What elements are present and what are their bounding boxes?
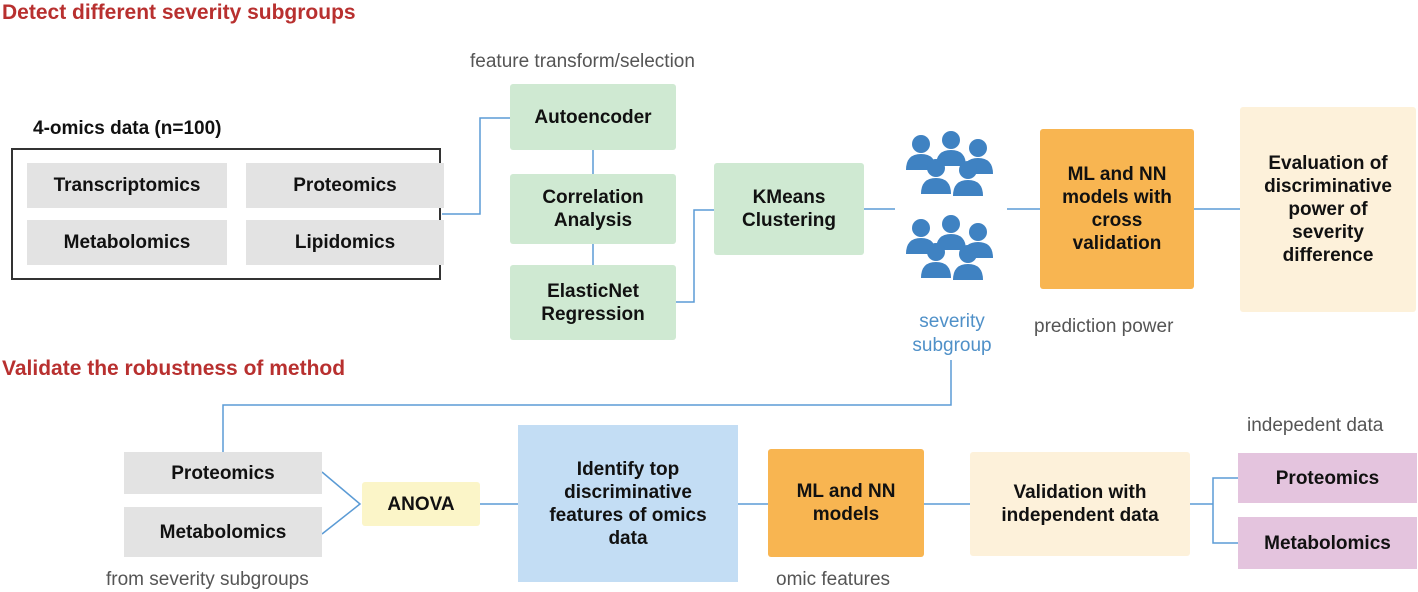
kmeans-clustering: KMeans Clustering bbox=[714, 163, 864, 255]
prediction-power-label: prediction power bbox=[1034, 316, 1174, 337]
from-severity-subgroups-label: from severity subgroups bbox=[106, 569, 309, 590]
section2-heading: Validate the robustness of method bbox=[2, 357, 346, 380]
omic-features-label: omic features bbox=[776, 569, 891, 590]
people-group-icon bbox=[906, 131, 993, 280]
connector-inputs-anova bbox=[321, 471, 362, 535]
independent-proteomics: Proteomics bbox=[1238, 453, 1417, 503]
connector-elasticnet-kmeans bbox=[674, 209, 714, 303]
section1-heading: Detect different severity subgroups bbox=[2, 1, 356, 24]
ml-nn-models-box: ML and NN models bbox=[768, 449, 924, 557]
method-autoencoder: Autoencoder bbox=[510, 84, 676, 150]
connector-subgroup-validation bbox=[222, 360, 952, 452]
severity-subgroup-label: severity subgroup bbox=[912, 311, 992, 356]
input-proteomics: Proteomics bbox=[124, 452, 322, 494]
independent-data-label: indepedent data bbox=[1247, 415, 1384, 436]
connector-omics-autoencoder bbox=[442, 117, 510, 215]
ml-nn-cross-validation: ML and NN models with cross validation bbox=[1040, 129, 1194, 289]
connector-independent-branch bbox=[1212, 477, 1238, 544]
anova-box: ANOVA bbox=[362, 482, 480, 526]
feature-transform-label: feature transform/selection bbox=[470, 51, 695, 72]
omics-transcriptomics: Transcriptomics bbox=[27, 163, 227, 208]
identify-features-box: Identify top discriminative features of … bbox=[518, 425, 738, 582]
omics-proteomics: Proteomics bbox=[246, 163, 444, 208]
omics-data-title: 4-omics data (n=100) bbox=[33, 118, 222, 139]
omics-metabolomics: Metabolomics bbox=[27, 220, 227, 265]
independent-metabolomics: Metabolomics bbox=[1238, 517, 1417, 569]
validation-box: Validation with independent data bbox=[970, 452, 1190, 556]
method-elasticnet-regression: ElasticNet Regression bbox=[510, 265, 676, 340]
omics-lipidomics: Lipidomics bbox=[246, 220, 444, 265]
method-correlation-analysis: Correlation Analysis bbox=[510, 174, 676, 244]
omics-data-group bbox=[11, 148, 441, 280]
evaluation-box: Evaluation of discriminative power of se… bbox=[1240, 107, 1416, 312]
input-metabolomics: Metabolomics bbox=[124, 507, 322, 557]
